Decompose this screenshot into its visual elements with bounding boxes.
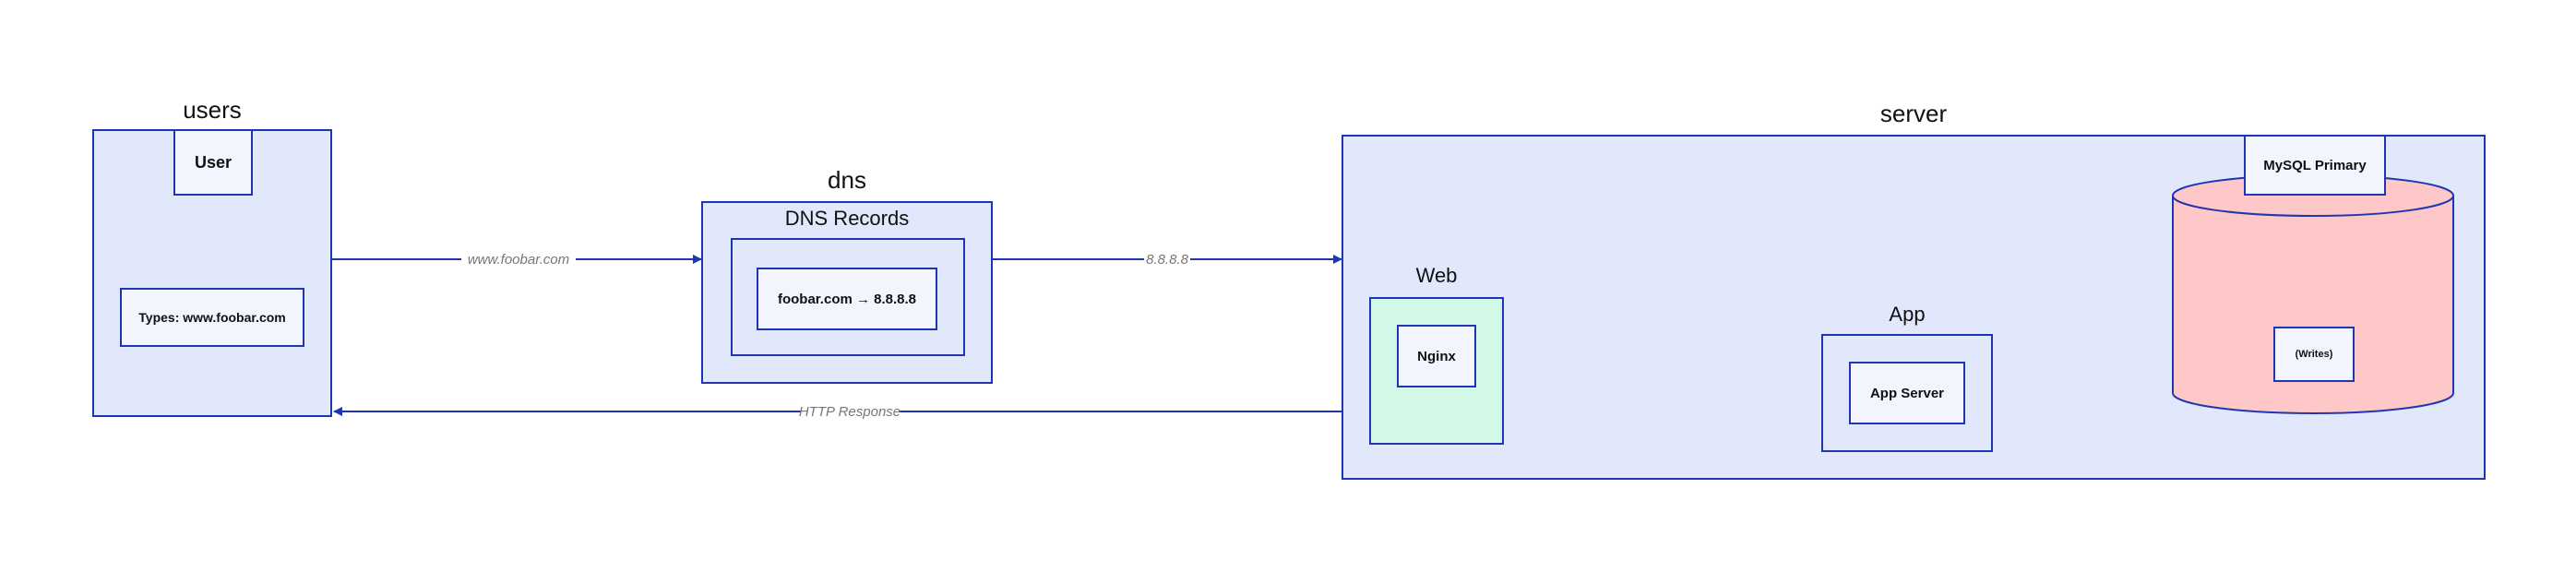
app-server-node[interactable]: App Server bbox=[1849, 362, 1965, 424]
dns-records-title: DNS Records bbox=[784, 207, 910, 230]
users-group-title: users bbox=[183, 96, 242, 124]
types-node[interactable]: Types: www.foobar.com bbox=[120, 288, 304, 347]
user-node[interactable]: User bbox=[173, 129, 253, 196]
edge-label-users-to-dns: www.foobar.com bbox=[468, 252, 569, 268]
writes-node[interactable]: (Writes) bbox=[2273, 327, 2355, 382]
edge-users-to-dns: www.foobar.com bbox=[332, 250, 702, 268]
nginx-node[interactable]: Nginx bbox=[1397, 325, 1476, 387]
app-group-title: App bbox=[1889, 303, 1926, 326]
edge-dns-to-server: 8.8.8.8 bbox=[993, 250, 1342, 268]
edge-label-dns-to-server: 8.8.8.8 bbox=[1146, 252, 1189, 268]
dns-record-node[interactable]: foobar.com → 8.8.8.8 bbox=[757, 268, 937, 330]
edge-web-to-users: HTTP Response bbox=[333, 402, 1369, 421]
edge-label-web-to-users: HTTP Response bbox=[799, 404, 900, 420]
dns-group-title: dns bbox=[828, 166, 866, 194]
server-group-title: server bbox=[1879, 100, 1948, 127]
database-cylinder-icon bbox=[2172, 174, 2454, 414]
web-group-title: Web bbox=[1415, 264, 1458, 287]
mysql-primary-title[interactable]: MySQL Primary bbox=[2244, 135, 2386, 196]
